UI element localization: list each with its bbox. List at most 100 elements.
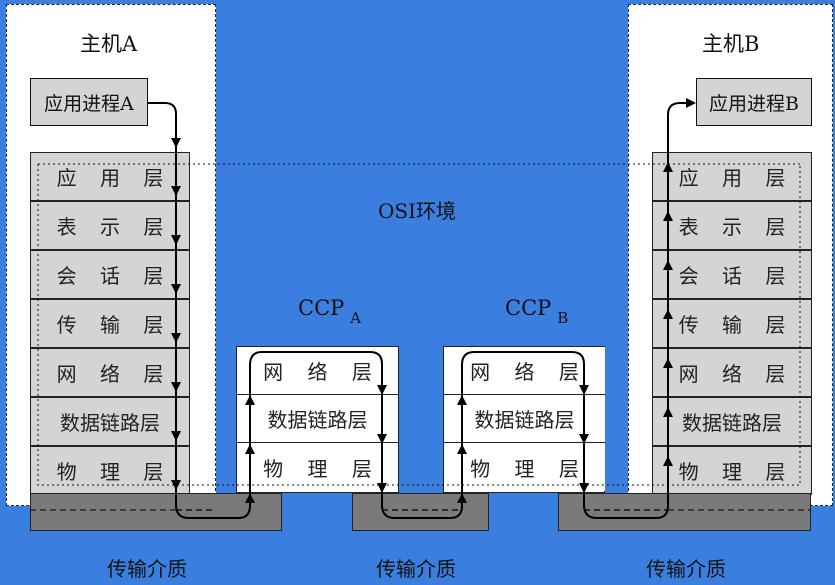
host-a-process: 应用进程A bbox=[30, 78, 148, 126]
arrow-down-icon bbox=[171, 235, 181, 245]
layer-glyph: 应 bbox=[56, 166, 77, 190]
layer-glyph: 络 bbox=[307, 360, 328, 384]
host-a-title: 主机A bbox=[80, 32, 138, 56]
layer-glyph: 层 bbox=[143, 313, 164, 337]
ccp-b-layer: 网络层 bbox=[444, 347, 605, 395]
ccp-b-layer: 数据链路层 bbox=[444, 395, 605, 443]
ccp-b-loop-path bbox=[461, 98, 696, 519]
layer-glyph: 物 bbox=[678, 460, 699, 484]
layer-glyph: 络 bbox=[514, 360, 535, 384]
medium-block-left bbox=[30, 493, 282, 531]
host-a-layer: 表示层 bbox=[30, 201, 190, 250]
host-b-layer: 应用层 bbox=[652, 152, 812, 201]
layer-glyph: 络 bbox=[99, 362, 120, 386]
arrow-up-icon bbox=[663, 456, 673, 466]
medium-block-middle bbox=[352, 493, 489, 531]
arrow-up-icon bbox=[245, 444, 255, 454]
ccp-b-label: CCP B bbox=[505, 296, 568, 327]
host-b-layer: 表示层 bbox=[652, 201, 812, 250]
layer-glyph: 层 bbox=[765, 313, 786, 337]
host-b-layer: 网络层 bbox=[652, 348, 812, 397]
host-a-layer: 数据链路层 bbox=[30, 397, 190, 446]
arrow-up-icon bbox=[457, 493, 467, 503]
layer-glyph: 示 bbox=[99, 215, 120, 239]
arrow-down-icon bbox=[579, 483, 589, 493]
host-a-descend-path bbox=[148, 102, 251, 519]
ccp-a-arrows bbox=[245, 385, 387, 503]
layer-glyph: 层 bbox=[143, 166, 164, 190]
host-a-down-arrows bbox=[171, 138, 181, 490]
arrow-up-icon bbox=[663, 358, 673, 368]
layer-glyph: 网 bbox=[678, 362, 699, 386]
layer-glyph: 传 bbox=[678, 313, 699, 337]
ccp-a-label: CCP A bbox=[298, 296, 361, 327]
layer-glyph: 表 bbox=[678, 215, 699, 239]
layer-glyph: 输 bbox=[99, 313, 120, 337]
arrow-down-icon bbox=[377, 483, 387, 493]
host-a-layer: 会话层 bbox=[30, 250, 190, 299]
arrow-up-icon bbox=[663, 162, 673, 172]
osi-environment-label: OSI环境 bbox=[378, 199, 456, 223]
ccp-a-layer: 数据链路层 bbox=[237, 395, 398, 443]
host-a-layer: 网络层 bbox=[30, 348, 190, 397]
layer-glyph: 层 bbox=[765, 460, 786, 484]
host-b-layer: 数据链路层 bbox=[652, 397, 812, 446]
arrow-down-icon bbox=[171, 138, 181, 148]
layer-glyph: 层 bbox=[351, 456, 372, 481]
arrow-up-icon bbox=[663, 260, 673, 270]
ccp-a-loop-path bbox=[249, 351, 463, 519]
layer-glyph: 层 bbox=[143, 264, 164, 288]
layer-glyph: 物 bbox=[470, 456, 491, 481]
host-a-layer: 物理层 bbox=[30, 446, 190, 495]
layer-glyph: 层 bbox=[765, 264, 786, 288]
layer-glyph: 理 bbox=[721, 460, 742, 484]
layer-glyph: 用 bbox=[99, 166, 120, 190]
arrow-down-icon bbox=[579, 385, 589, 395]
layer-glyph: 物 bbox=[263, 456, 284, 481]
ccp-a-name: CCP bbox=[298, 296, 345, 320]
arrow-up-icon bbox=[663, 211, 673, 221]
layer-glyph: 层 bbox=[765, 215, 786, 239]
layer-glyph: 层 bbox=[558, 360, 579, 384]
layer-glyph: 网 bbox=[263, 360, 284, 384]
layer-glyph: 层 bbox=[143, 362, 164, 386]
ccp-a-layer: 网络层 bbox=[237, 347, 398, 395]
arrow-up-icon bbox=[457, 444, 467, 454]
layer-glyph: 会 bbox=[56, 264, 77, 288]
layer-glyph: 理 bbox=[514, 456, 535, 481]
osi-boundary bbox=[37, 163, 801, 486]
arrow-up-icon bbox=[663, 309, 673, 319]
arrow-down-icon bbox=[377, 385, 387, 395]
layer-glyph: 网 bbox=[470, 360, 491, 384]
ccp-a-subscript: A bbox=[350, 309, 362, 327]
arrow-down-icon bbox=[171, 382, 181, 392]
ccp-b-arrows bbox=[457, 162, 673, 503]
medium-block-right bbox=[558, 493, 811, 531]
layer-glyph: 话 bbox=[99, 264, 120, 288]
layer-glyph: 会 bbox=[678, 264, 699, 288]
ccp-a-layer: 物理层 bbox=[237, 443, 398, 491]
arrow-down-icon bbox=[377, 434, 387, 444]
layer-glyph: 物 bbox=[56, 460, 77, 484]
ccp-b-subscript: B bbox=[557, 309, 569, 327]
layer-glyph: 传 bbox=[56, 313, 77, 337]
layer-glyph: 层 bbox=[765, 362, 786, 386]
arrow-down-icon bbox=[171, 186, 181, 196]
layer-glyph: 用 bbox=[721, 166, 742, 190]
host-b-title: 主机B bbox=[702, 32, 760, 56]
layer-glyph: 层 bbox=[143, 215, 164, 239]
medium-label-left: 传输介质 bbox=[107, 557, 187, 581]
layer-glyph: 理 bbox=[99, 460, 120, 484]
arrow-up-icon bbox=[245, 493, 255, 503]
layer-glyph: 示 bbox=[721, 215, 742, 239]
layer-glyph: 理 bbox=[307, 456, 328, 481]
layer-glyph: 层 bbox=[351, 360, 372, 384]
ccp-b-name: CCP bbox=[505, 296, 552, 320]
host-b-layer: 会话层 bbox=[652, 250, 812, 299]
medium-label-right: 传输介质 bbox=[646, 557, 726, 581]
layer-glyph: 层 bbox=[765, 166, 786, 190]
host-a-layer: 应用层 bbox=[30, 152, 190, 201]
arrow-down-icon bbox=[171, 284, 181, 294]
